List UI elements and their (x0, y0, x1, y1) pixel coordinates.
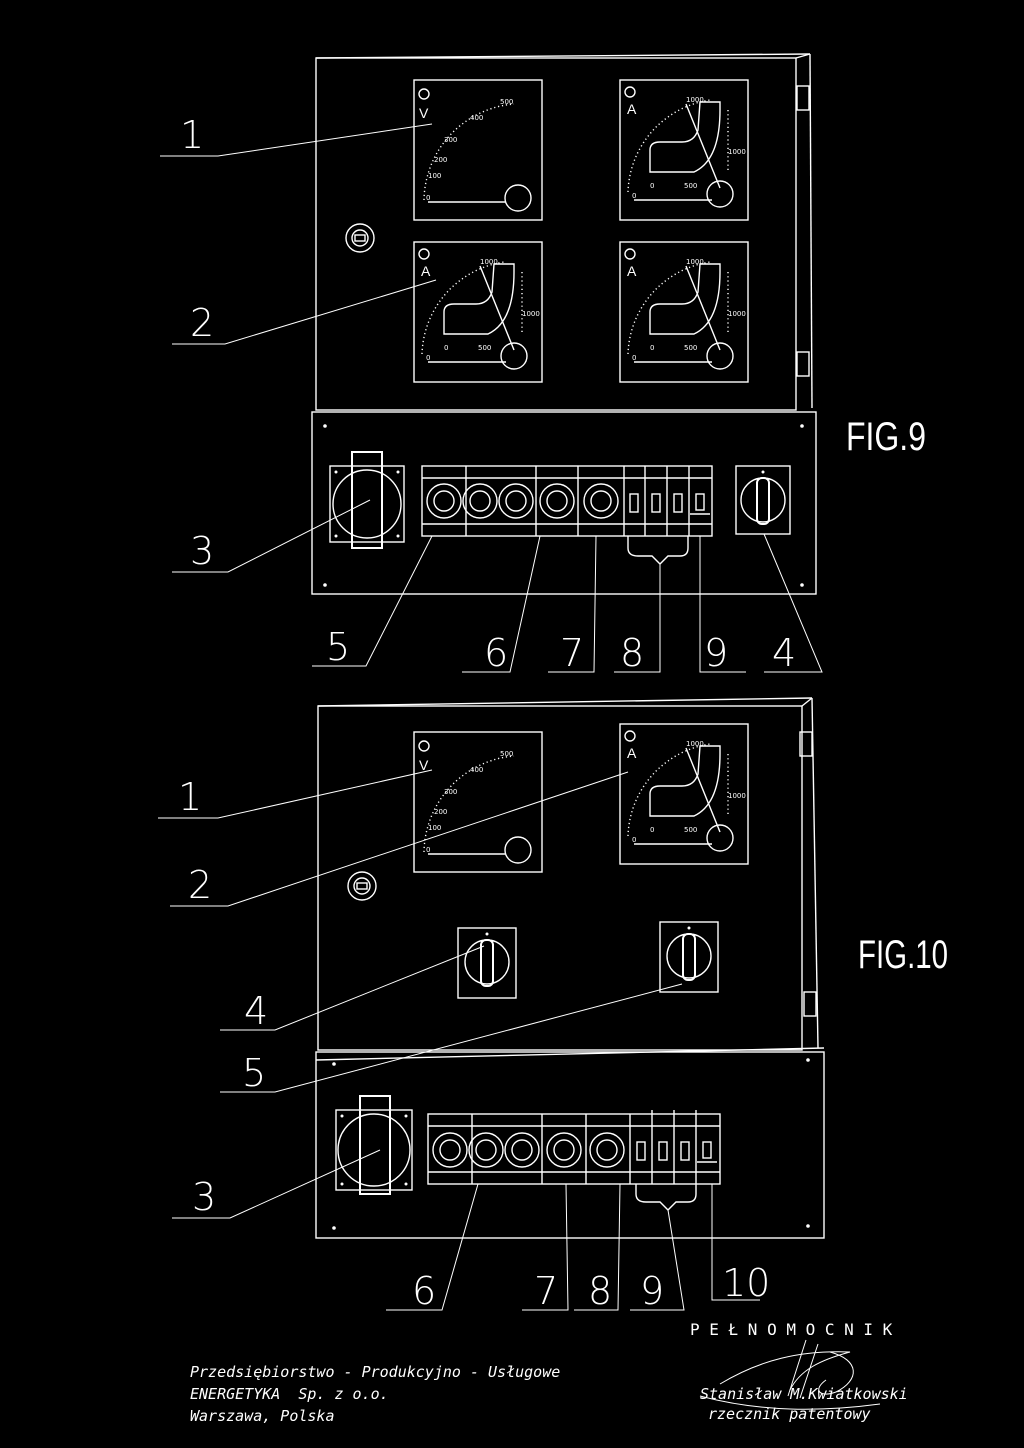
fig10-lower-cabinet (315, 1051, 825, 1239)
fig9-key-lock (345, 223, 375, 253)
fig9-callout-5: 5 (326, 625, 350, 669)
fig9-callout-4: 4 (772, 631, 796, 675)
fig9-rotary-switch (735, 465, 791, 535)
fig9-hinge-bottom (796, 351, 810, 377)
fig9-callout-9: 9 (704, 631, 728, 675)
fig10-callout-7: 7 (534, 1269, 558, 1313)
fig9-callout-1: 1 (180, 113, 204, 157)
fig10-callout-4: 4 (244, 989, 268, 1033)
fig10-circuit-breakers (636, 1141, 717, 1163)
company-line-1: Przedsiębiorstwo - Produkcyjno - Usługow… (190, 1363, 561, 1381)
fig10-fuse-holders (432, 1132, 625, 1168)
fig9-fuse-rail (421, 465, 713, 565)
fig10-fuse-rail (427, 1110, 721, 1211)
attorney-role: rzecznik patentowy (708, 1405, 871, 1423)
fig10-upper-cabinet (317, 705, 803, 1051)
fig9-main-switch (329, 451, 405, 549)
fig10-ammeter (619, 723, 749, 865)
figure-10: 1 2 4 5 3 6 7 8 9 10 FIG.10 (158, 697, 948, 1313)
fig10-callout-8: 8 (588, 1269, 612, 1313)
fig9-callout-6: 6 (484, 631, 508, 675)
fig9-leader-lines (160, 123, 823, 673)
fig10-hinge-bottom (803, 991, 817, 1017)
fig10-callout-5: 5 (242, 1051, 266, 1095)
fig10-main-switch (335, 1095, 413, 1195)
fig10-rotary-switch-right (659, 921, 719, 993)
fig10-key-lock (347, 871, 377, 901)
attorney-name: Stanisław M.Kwiatkowski (700, 1385, 908, 1403)
fig9-hinge-top (796, 85, 810, 111)
fig10-callout-10: 10 (722, 1261, 770, 1305)
fig9-fuse-holders (426, 483, 619, 519)
fig9-callout-2: 2 (190, 301, 214, 345)
fig10-caption: FIG.10 (858, 933, 948, 977)
signature (699, 1339, 881, 1410)
fig10-rotary-switch-left (457, 927, 517, 999)
company-line-3: Warszawa, Polska (190, 1407, 335, 1425)
company-line-2: ENERGETYKA Sp. z o.o. (190, 1385, 389, 1403)
fig10-hinge-top (799, 731, 813, 757)
fig9-ammeter-top-right (619, 79, 749, 221)
fig9-circuit-breakers (629, 493, 710, 515)
fig10-callout-3: 3 (192, 1175, 216, 1219)
fig9-callout-3: 3 (190, 529, 214, 573)
attorney-title: P E Ł N O M O C N I K (690, 1320, 893, 1339)
fig9-callout-8: 8 (620, 631, 644, 675)
fig10-callout-1: 1 (178, 775, 202, 819)
fig10-voltmeter (413, 731, 543, 873)
fig9-ammeter-bottom-left (413, 241, 543, 383)
fig9-ammeter-bottom-right (619, 241, 749, 383)
fig9-callout-7: 7 (560, 631, 584, 675)
fig9-upper-cabinet (315, 57, 797, 411)
fig10-leader-lines (158, 769, 760, 1311)
fig9-caption: FIG.9 (846, 415, 926, 459)
fig10-callout-9: 9 (640, 1269, 664, 1313)
fig10-callout-6: 6 (412, 1269, 436, 1313)
fig10-callout-2: 2 (188, 863, 212, 907)
fig9-voltmeter (413, 79, 543, 221)
figure-9: 1 2 3 5 6 7 8 9 4 FIG.9 (160, 53, 926, 675)
fig9-lower-cabinet (311, 411, 817, 595)
